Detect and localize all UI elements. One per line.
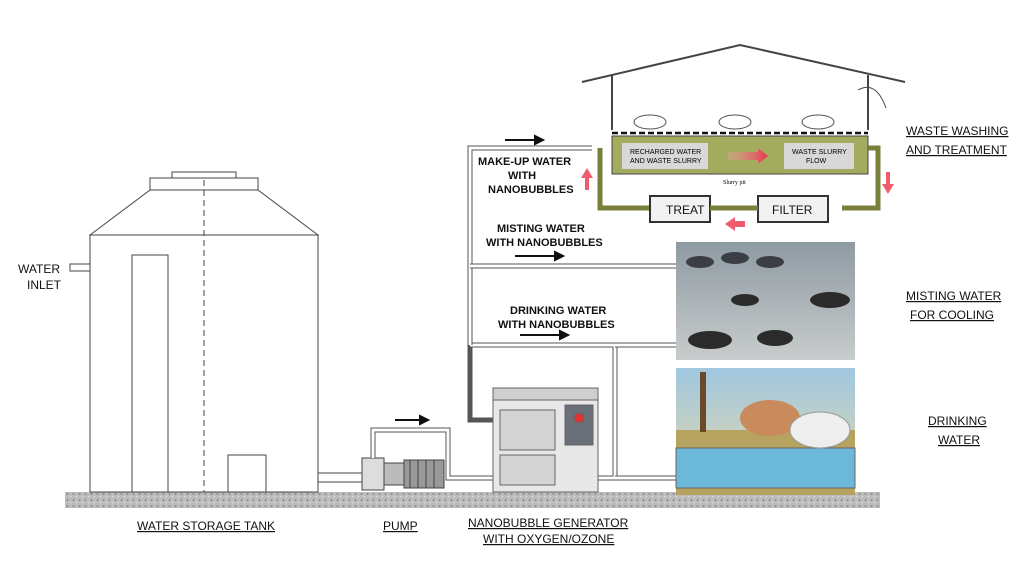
- pump: [361, 457, 445, 491]
- tank-label: WATER STORAGE TANK: [137, 519, 275, 533]
- pipes: [370, 145, 676, 481]
- pump-label: PUMP: [383, 519, 418, 533]
- filter-box-label: FILTER: [772, 203, 813, 217]
- slurry-pit-label: Slurry pit: [723, 180, 746, 186]
- nanobubble-generator: [492, 387, 599, 493]
- misting-cows-photo: [676, 242, 855, 360]
- flow-arrows: [395, 134, 571, 426]
- ground-slab: [65, 492, 880, 508]
- drinking-cows-photo: [675, 368, 856, 495]
- water-storage-tank: [69, 171, 369, 493]
- treat-box-label: TREAT: [666, 203, 705, 217]
- barn: [581, 43, 906, 231]
